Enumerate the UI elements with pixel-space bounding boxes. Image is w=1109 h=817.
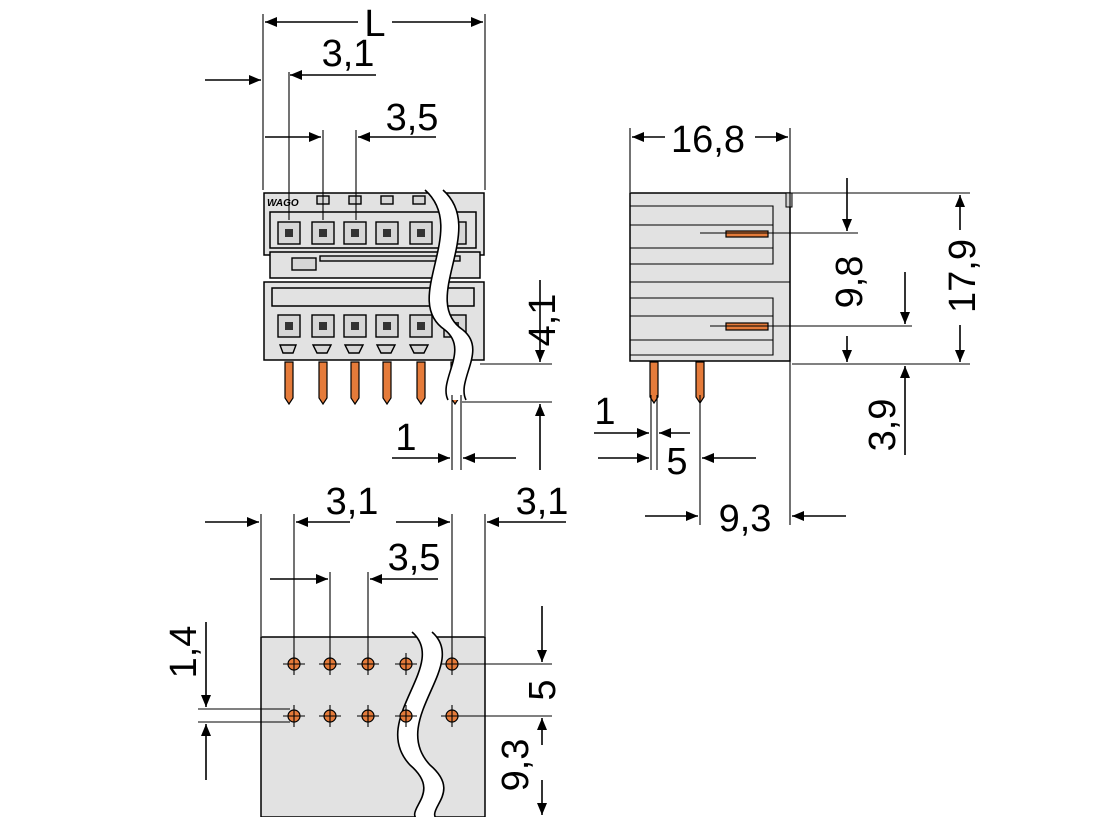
dim-pitch-3-1-top: 3,1 — [322, 33, 375, 75]
dim-height-4-1: 4,1 — [522, 294, 564, 347]
front-dimensions: L 3,1 3,5 4,1 1 — [205, 3, 564, 470]
dim-pitch-3-5-top: 3,5 — [386, 97, 439, 139]
dim-length-label: L — [364, 3, 385, 45]
dim-height-9-8: 9,8 — [829, 256, 871, 309]
bottom-dimensions: 3,1 3,1 3,5 1,4 5 9,3 — [163, 481, 568, 815]
dim-pin-5-side: 5 — [666, 441, 687, 483]
side-upper-contact — [725, 230, 769, 238]
side-pins — [649, 361, 705, 405]
dim-width-9-3-side: 9,3 — [719, 498, 772, 540]
front-lower-contacts — [277, 314, 467, 338]
dim-width-16-8: 16,8 — [671, 119, 745, 161]
dim-offset-1-4: 1,4 — [163, 626, 205, 679]
wago-logo: WAGO — [267, 198, 299, 209]
side-housing — [629, 192, 791, 362]
dim-row-5: 5 — [522, 679, 564, 700]
side-dimensions: 16,8 17,9 9,8 3,9 1 5 9,3 — [594, 119, 984, 540]
front-upper-contacts — [277, 221, 467, 245]
dim-pin-1-side: 1 — [594, 391, 615, 433]
dim-depth-9-3-bottom: 9,3 — [495, 739, 537, 792]
dim-pitch-3-1-bottom: 3,1 — [326, 481, 379, 523]
dim-height-17-9: 17,9 — [942, 239, 984, 313]
dim-pitch-3-5-bottom: 3,5 — [388, 537, 441, 579]
dim-edge-3-1-bottom: 3,1 — [516, 481, 569, 523]
bottom-pins-row2 — [283, 705, 463, 727]
side-view — [629, 192, 793, 405]
front-lower-latches — [278, 344, 430, 354]
bottom-view — [260, 631, 486, 817]
bottom-pins-row1 — [283, 653, 463, 675]
dim-pin-1-front: 1 — [395, 417, 416, 459]
front-view: WAGO — [263, 189, 485, 406]
front-pins — [284, 361, 460, 406]
dim-height-3-9: 3,9 — [862, 399, 904, 452]
